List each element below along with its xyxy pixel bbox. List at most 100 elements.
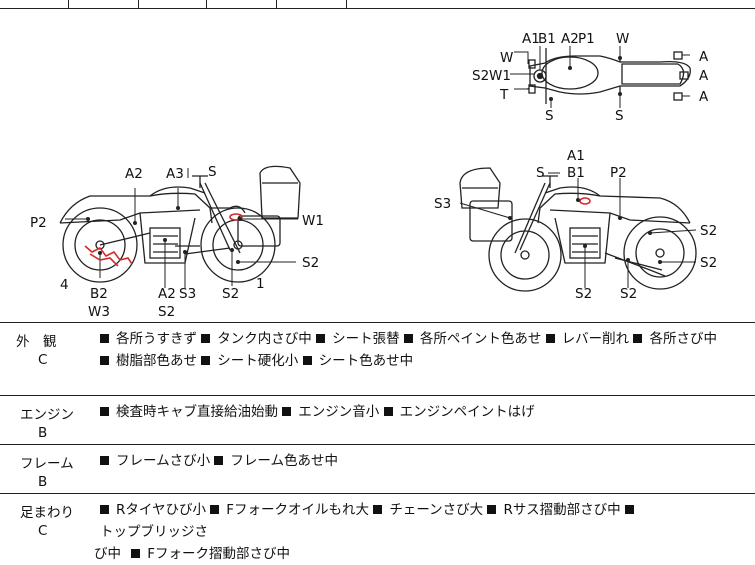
label-a2: A2 [561, 31, 579, 47]
top-view-motorcycle [528, 48, 691, 104]
label-a3: A3 [166, 166, 184, 182]
label-a-top: A [699, 49, 709, 65]
label-b1: B1 [567, 165, 585, 181]
label-s: S [208, 164, 217, 180]
label-s2-bottom: S2 [158, 304, 175, 320]
label-s2: S2 [472, 68, 489, 84]
label-a1: A1 [567, 148, 585, 164]
label-p2: P2 [610, 165, 627, 181]
label-w3: W3 [88, 304, 110, 320]
remark-item: シート硬化小 [217, 353, 299, 369]
bullet-icon [201, 334, 211, 343]
label-s2-lower: S2 [700, 255, 717, 271]
remark-item: トップブリッジさ [100, 524, 208, 540]
remarks: 各所うすきず タンク内さび中 シート張替 各所ペイント色あせ レバー削れ 各所さ… [100, 328, 747, 372]
bullet-icon [210, 505, 220, 514]
label-w1: W1 [302, 213, 324, 229]
right-view-motorcycle [459, 167, 697, 292]
label-s2-wheel: S2 [302, 255, 319, 271]
category-name: エンジン [20, 407, 74, 423]
bullet-icon [373, 505, 383, 514]
bullet-icon [282, 407, 292, 416]
section-exterior: 外 観 C 各所うすきず タンク内さび中 シート張替 各所ペイント色あせ レバー… [0, 322, 755, 396]
remark-item: フレームさび小 [116, 453, 211, 469]
left-view-motorcycle [59, 165, 301, 283]
remark-item: エンジンペイントはげ [399, 404, 535, 420]
label-s: S [536, 165, 545, 181]
remarks: 検査時キャブ直接給油始動 エンジン音小 エンジンペイントはげ [100, 401, 747, 423]
label-w-left: W [500, 50, 513, 66]
label-t: T [499, 87, 509, 103]
remark-item: 各所うすきず [116, 331, 197, 347]
bullet-icon [100, 456, 109, 465]
bullet-icon [214, 456, 224, 465]
label-w: W [616, 31, 629, 47]
category-name: 外 観 [16, 334, 57, 350]
damage-marks [84, 197, 591, 267]
right-view-labels: A1 B1 S P2 S3 S2 S2 S2 S2 [434, 148, 717, 302]
bullet-icon [201, 356, 211, 365]
category-cell: エンジン B [0, 395, 88, 444]
label-s2-engine: S2 [575, 286, 592, 302]
label-markers [86, 56, 662, 264]
category-grade: B [38, 425, 48, 441]
remark-item: タンク内さび中 [217, 331, 312, 347]
remark-item: Fフォーク摺動部さび中 [147, 546, 291, 562]
remark-item: エンジン音小 [298, 404, 380, 420]
label-b1: B1 [538, 31, 556, 47]
remark-item: 各所ペイント色あせ [419, 331, 542, 347]
section-suspension: 足まわり C Rタイヤひび小 Fフォークオイルもれ大 チェーンさび大 Rサス摺動… [0, 493, 755, 562]
remarks: Rタイヤひび小 Fフォークオイルもれ大 チェーンさび大 Rサス摺動部さび中 トッ… [94, 499, 747, 565]
bullet-icon [403, 334, 413, 343]
label-w1: W1 [489, 68, 511, 84]
remarks: フレームさび小 フレーム色あせ中 [100, 450, 747, 472]
label-s2-front: S2 [222, 286, 239, 302]
top-view-labels: A1 B1 A2 P1 W W S2 W1 T S S A A A [472, 31, 709, 124]
remark-item: チェーンさび大 [389, 502, 484, 518]
remark-item: レバー削れ [561, 331, 630, 347]
bullet-icon [100, 356, 109, 365]
condition-diagram: A1 B1 A2 P1 W W S2 W1 T S S A A A A2 A3 … [0, 8, 755, 323]
previous-table-edge [0, 0, 755, 9]
remark-item: フレーム色あせ中 [230, 453, 339, 469]
label-p1: P1 [578, 31, 595, 47]
label-a1: A1 [522, 31, 540, 47]
label-1: 1 [256, 276, 265, 292]
left-view-labels: A2 A3 S P2 W1 4 B2 W3 A2 S2 S3 S2 1 S2 [30, 164, 324, 320]
bullet-icon [100, 334, 109, 343]
remark-item: シート色あせ中 [318, 353, 414, 369]
category-name: フレーム [20, 456, 74, 472]
leader-lines [65, 46, 697, 288]
remark-item: 検査時キャブ直接給油始動 [116, 404, 278, 420]
bullet-icon [383, 407, 393, 416]
bullet-icon [131, 549, 141, 558]
category-cell: 足まわり C [0, 493, 88, 561]
remark-item: 各所さび中 [649, 331, 717, 347]
remark-item: シート張替 [332, 331, 400, 347]
category-cell: フレーム B [0, 444, 88, 493]
label-a2-bottom: A2 [158, 286, 176, 302]
section-engine: エンジン B 検査時キャブ直接給油始動 エンジン音小 エンジンペイントはげ [0, 395, 755, 445]
label-s2-exhaust: S2 [620, 286, 637, 302]
category-cell: 外 観 C [0, 322, 88, 395]
remark-item: 樹脂部色あせ [116, 353, 197, 369]
category-name: 足まわり [20, 505, 74, 521]
section-frame: フレーム B フレームさび小 フレーム色あせ中 [0, 444, 755, 494]
bullet-icon [487, 505, 497, 514]
bullet-icon [100, 407, 109, 416]
label-s2-upper: S2 [700, 223, 717, 239]
bullet-icon [302, 356, 312, 365]
category-grade: C [38, 523, 48, 539]
label-a-bottom: A [699, 89, 709, 105]
remark-item: Fフォークオイルもれ大 [226, 502, 370, 518]
label-p2: P2 [30, 215, 47, 231]
label-a-mid: A [699, 68, 709, 84]
label-a2: A2 [125, 166, 143, 182]
label-s-rear: S [615, 108, 624, 124]
category-grade: B [38, 474, 48, 490]
bullet-icon [633, 334, 643, 343]
remark-item-continued: び中 [94, 546, 121, 562]
remark-item: Rタイヤひび小 [116, 502, 206, 518]
bullet-icon [100, 505, 109, 514]
